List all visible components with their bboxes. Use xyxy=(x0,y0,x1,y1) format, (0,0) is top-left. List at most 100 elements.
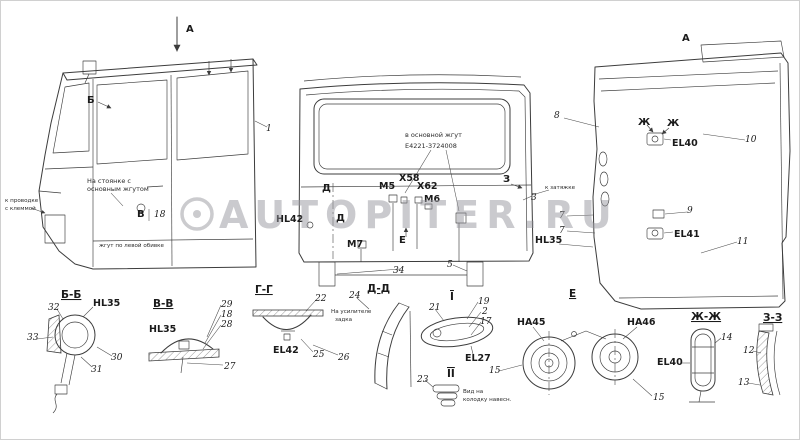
section-b-mark: Б xyxy=(87,95,95,106)
callout-30-leader xyxy=(96,346,113,357)
component-hl35-bb: HL35 xyxy=(93,298,120,309)
callout-17: 17 xyxy=(480,317,492,327)
note-stand-line1: На стоянке с xyxy=(87,177,131,185)
note-term-leader xyxy=(30,207,46,214)
callout-22-leader xyxy=(305,299,317,312)
section-ii-title: II xyxy=(447,368,455,380)
callout-12: 12 xyxy=(743,346,755,356)
callout-34-leader xyxy=(336,268,401,275)
note-stand-leader xyxy=(110,192,124,207)
section-bb-title: Б-Б xyxy=(61,289,81,301)
el41-leader xyxy=(663,231,674,234)
callout-8-leader xyxy=(563,117,600,128)
callout-24-leader xyxy=(356,297,370,310)
callout-23: 23 xyxy=(416,375,429,385)
section-z-arrow-icon xyxy=(510,183,523,189)
component-ha45: НА45 xyxy=(517,317,546,328)
section-zh-arrow-1-icon xyxy=(646,124,654,133)
hl35-main-leader xyxy=(558,243,594,248)
callout-24: 24 xyxy=(348,291,361,301)
callout-17-leader xyxy=(470,321,482,336)
callout-11-leader xyxy=(700,241,738,254)
watermark: AUTOPITER.RU xyxy=(180,193,619,237)
callout-28: 28 xyxy=(220,320,233,330)
section-e-title: Е xyxy=(569,288,576,300)
callout-22: 22 xyxy=(314,294,327,304)
harness-leader-2 xyxy=(445,149,460,212)
callout-28-leader xyxy=(202,324,222,350)
callout-5-leader xyxy=(452,264,468,272)
component-hl42: HL42 xyxy=(276,214,303,225)
section-zh-arrow-2-icon xyxy=(661,127,670,135)
detail-bb-lamp xyxy=(46,314,96,414)
callout-3-leader xyxy=(522,195,533,201)
cab-side-view xyxy=(38,58,258,270)
watermark-logo-icon xyxy=(180,197,214,231)
callout-10: 10 xyxy=(745,135,757,145)
section-zh-mark-1: Ж xyxy=(638,117,651,128)
el27-leader xyxy=(470,345,474,355)
callout-26: 26 xyxy=(337,353,350,363)
detail-ii-connector xyxy=(432,384,460,407)
watermark-logo-dot-icon xyxy=(193,210,201,218)
detail-e-horns xyxy=(522,329,639,395)
note-ii-line1: Вид на xyxy=(463,389,483,395)
callout-15b-leader xyxy=(632,378,653,397)
callout-7b-leader xyxy=(566,230,596,234)
hl35-bb-leader xyxy=(82,306,94,318)
callout-7a-leader xyxy=(566,214,594,217)
note-clamp: к затяжке xyxy=(545,185,576,191)
section-d-mark-1: Д xyxy=(322,183,331,194)
note-stand-line2: основным жгутом xyxy=(87,185,149,193)
ha46-leader xyxy=(622,326,638,340)
view-a-top-label: А xyxy=(186,24,194,35)
cab-rear-view xyxy=(298,74,534,287)
callout-29-leader xyxy=(206,304,222,338)
note-term-line2: с клеммой xyxy=(5,205,36,212)
note-term-line1: к проводке xyxy=(5,198,39,204)
callout-5: 5 xyxy=(447,260,453,270)
component-hl35-vv: HL35 xyxy=(149,324,176,335)
detail-zhzh-lamp xyxy=(689,328,716,403)
harness-note-line1: в основной жгут xyxy=(405,131,462,139)
callout-13: 13 xyxy=(738,378,750,388)
callout-30: 30 xyxy=(111,353,123,363)
watermark-text: AUTOPITER.RU xyxy=(219,193,619,237)
component-hl35-main: HL35 xyxy=(535,235,562,246)
callout-26-leader xyxy=(312,344,339,356)
harness-note-line2: Е4221-3724008 xyxy=(405,142,457,150)
callout-21-leader xyxy=(434,308,445,322)
component-el40-zh: EL40 xyxy=(657,357,683,368)
section-b-arrow-icon xyxy=(97,101,112,109)
callout-29: 29 xyxy=(220,300,233,310)
callout-31: 31 xyxy=(91,365,102,375)
ha45-leader xyxy=(532,326,545,342)
component-m5: М5 xyxy=(379,181,395,192)
callout-9: 9 xyxy=(687,206,693,216)
callout-15b: 15 xyxy=(653,393,665,403)
detail-i-visor-lamp xyxy=(420,316,494,348)
callout-1: 1 xyxy=(266,124,272,134)
callout-33-leader xyxy=(36,336,54,340)
callout-25-leader xyxy=(300,338,314,353)
component-el40-main: EL40 xyxy=(672,138,698,149)
callout-32: 32 xyxy=(48,303,60,313)
callout-27-leader xyxy=(186,362,224,366)
section-d-mark-2: Д xyxy=(336,213,345,224)
callout-15a: 15 xyxy=(489,366,501,376)
callout-21: 21 xyxy=(428,303,440,313)
callout-9-leader xyxy=(664,211,688,215)
component-el42: EL42 xyxy=(273,345,299,356)
view-a-right-label: А xyxy=(682,33,690,44)
callout-33: 33 xyxy=(27,333,39,343)
note-clamp-leader xyxy=(531,189,550,196)
note-trim: жгут по левой обивке xyxy=(99,242,165,249)
callout-18b: 18 xyxy=(221,310,233,320)
component-ha46: НА46 xyxy=(627,317,656,328)
callout-31-leader xyxy=(80,356,93,368)
harness-leader-1 xyxy=(404,149,432,194)
section-vv-title: В-В xyxy=(153,298,173,310)
callout-7a: 7 xyxy=(559,211,565,221)
callout-18b-leader xyxy=(204,314,222,344)
